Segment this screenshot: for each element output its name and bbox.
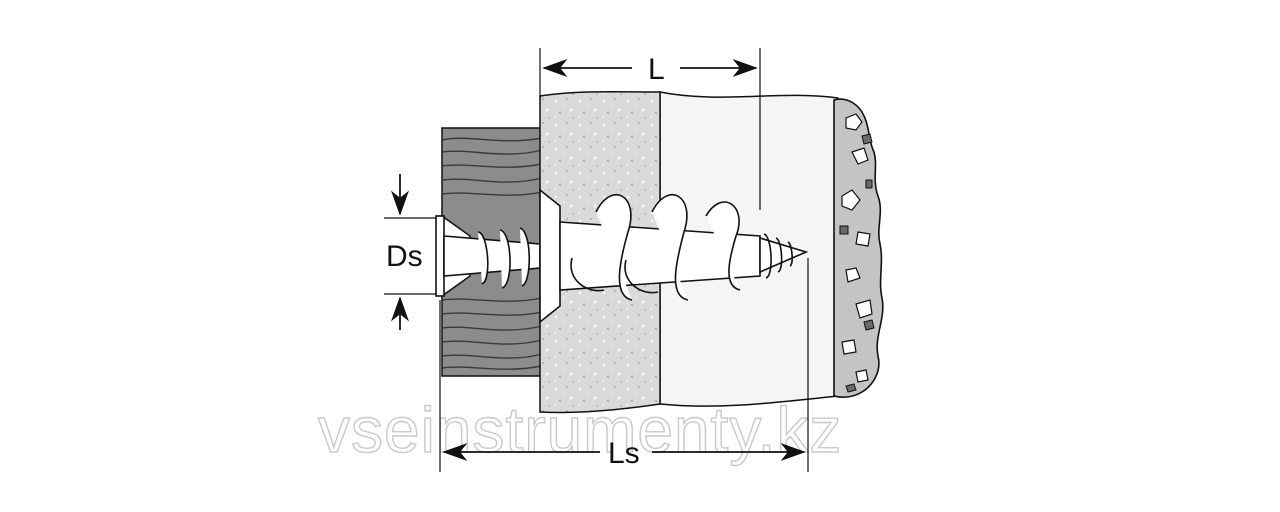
concrete-wall	[833, 98, 884, 398]
screw-anchor	[435, 188, 809, 324]
dimension-ls: Ls	[439, 258, 809, 472]
dimension-l: L	[539, 48, 761, 210]
dimension-ds: Ds	[384, 174, 436, 330]
dimension-ls-label: Ls	[608, 437, 640, 470]
dimension-l-label: L	[648, 53, 665, 86]
dimension-ds-label: Ds	[386, 240, 423, 273]
